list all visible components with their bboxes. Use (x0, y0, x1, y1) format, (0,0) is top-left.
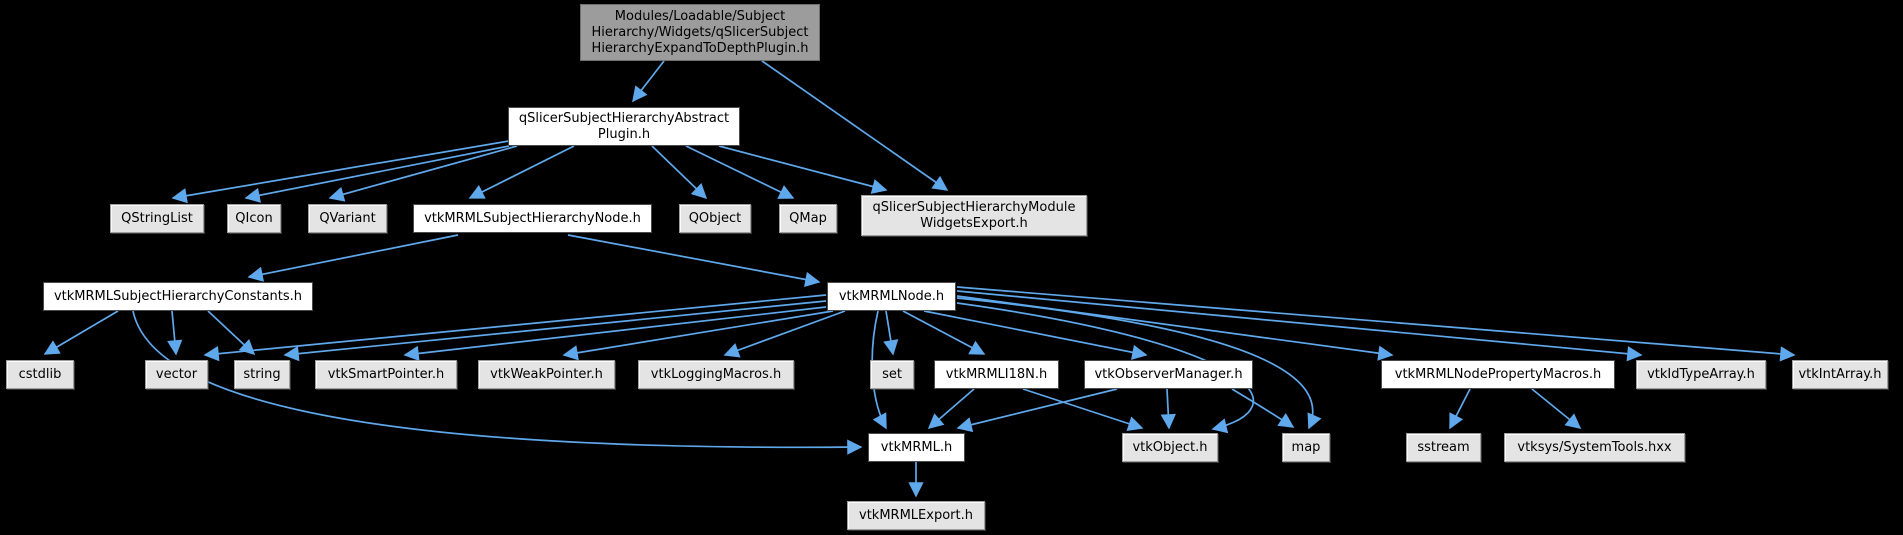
edge-plugin-wexport (718, 145, 888, 194)
node-qslicersubjecthierarchymodulewidgetsexport: qSlicerSubjectHierarchyModule WidgetsExp… (861, 195, 1087, 236)
node-vtkmrmlsubjecthierarchyconstants[interactable]: vtkMRMLSubjectHierarchyConstants.h (43, 282, 313, 311)
edge-mrmlnode-vector (203, 294, 827, 362)
edge-mrmlnode-idtype (956, 290, 1643, 362)
node-vtkmrml[interactable]: vtkMRML.h (868, 433, 965, 462)
edge-mrmlnode-map (956, 297, 1322, 430)
edge-plugin-qvariant (328, 145, 518, 202)
edge-root-plugin (632, 60, 665, 103)
node-vtksys-systemtools: vtksys/SystemTools.hxx (1504, 433, 1685, 462)
node-qstringlist: QStringList (110, 204, 204, 233)
node-root-file: Modules/Loadable/Subject Hierarchy/Widge… (580, 4, 820, 61)
edge-plugin-qstringlist (171, 140, 510, 204)
edge-root-wexport (761, 60, 949, 191)
edge-mrmlnode-string (283, 300, 827, 362)
node-vtkweakpointer: vtkWeakPointer.h (478, 360, 615, 389)
edge-mrmlnode-smartptr (403, 306, 827, 362)
edge-mrmlnode-weakptr (562, 310, 834, 361)
node-vtkmrmlnode[interactable]: vtkMRMLNode.h (827, 282, 956, 311)
node-qobject: QObject (679, 204, 751, 233)
node-vtkmrmlnodepropertymacros[interactable]: vtkMRMLNodePropertyMacros.h (1381, 360, 1615, 389)
edge-plugin-qicon (244, 145, 510, 203)
edge-mrmlnode-i18n (902, 310, 986, 355)
edge-constants-cstdlib (43, 310, 119, 355)
edge-i18n-vtkmrml (927, 388, 975, 430)
node-vtkidtypearray: vtkIdTypeArray.h (1636, 360, 1766, 389)
node-vtkobservermanager[interactable]: vtkObserverManager.h (1084, 360, 1253, 389)
edge-plugin-shnode (468, 145, 575, 199)
edge-shnode-mrmlnode (567, 234, 821, 287)
edge-obsmgr-vtkmrml (956, 388, 1118, 433)
edge-constants-string (207, 310, 256, 356)
node-qslicersubjecthierarchyabstractplugin[interactable]: qSlicerSubjectHierarchyAbstract Plugin.h (508, 107, 740, 146)
edge-constants-vtkmrml (132, 310, 863, 455)
node-vector: vector (145, 360, 208, 389)
node-cstdlib: cstdlib (6, 360, 74, 389)
node-map: map (1282, 433, 1330, 462)
node-set: set (870, 360, 914, 389)
edge-constants-vector (167, 310, 183, 356)
node-vtkmrmli18n[interactable]: vtkMRMLI18N.h (934, 360, 1059, 389)
node-vtkobject: vtkObject.h (1122, 433, 1218, 462)
node-qvariant: QVariant (308, 204, 387, 233)
edge-obsmgr-map (1231, 388, 1295, 428)
edge-shnode-constants (247, 234, 459, 282)
edge-propmacros-sstream (1449, 388, 1471, 430)
node-qicon: QIcon (227, 204, 281, 233)
edge-mrmlnode-set (883, 310, 899, 356)
node-string: string (234, 360, 290, 389)
node-sstream: sstream (1406, 433, 1481, 462)
edge-obsmgr-vtkobject (1160, 388, 1176, 430)
node-qmap: QMap (779, 204, 837, 233)
node-vtkmrmlexport: vtkMRMLExport.h (847, 501, 985, 530)
edge-mrmlnode-intarray (956, 286, 1796, 362)
node-vtkintarray: vtkIntArray.h (1792, 360, 1888, 389)
edge-propmacros-vtksys (1531, 388, 1582, 429)
edge-plugin-qmap (685, 145, 795, 199)
edge-i18n-vtkobject (1022, 388, 1144, 431)
edge-plugin-qobject (651, 145, 708, 200)
edge-mrmlnode-logging (723, 310, 846, 358)
node-vtkloggingmacros: vtkLoggingMacros.h (638, 360, 794, 389)
edge-mrmlnode-obsmgr (923, 310, 1148, 360)
node-vtkmrmlsubjecthierarchynode[interactable]: vtkMRMLSubjectHierarchyNode.h (413, 204, 652, 233)
node-vtksmartpointer: vtkSmartPointer.h (315, 360, 457, 389)
